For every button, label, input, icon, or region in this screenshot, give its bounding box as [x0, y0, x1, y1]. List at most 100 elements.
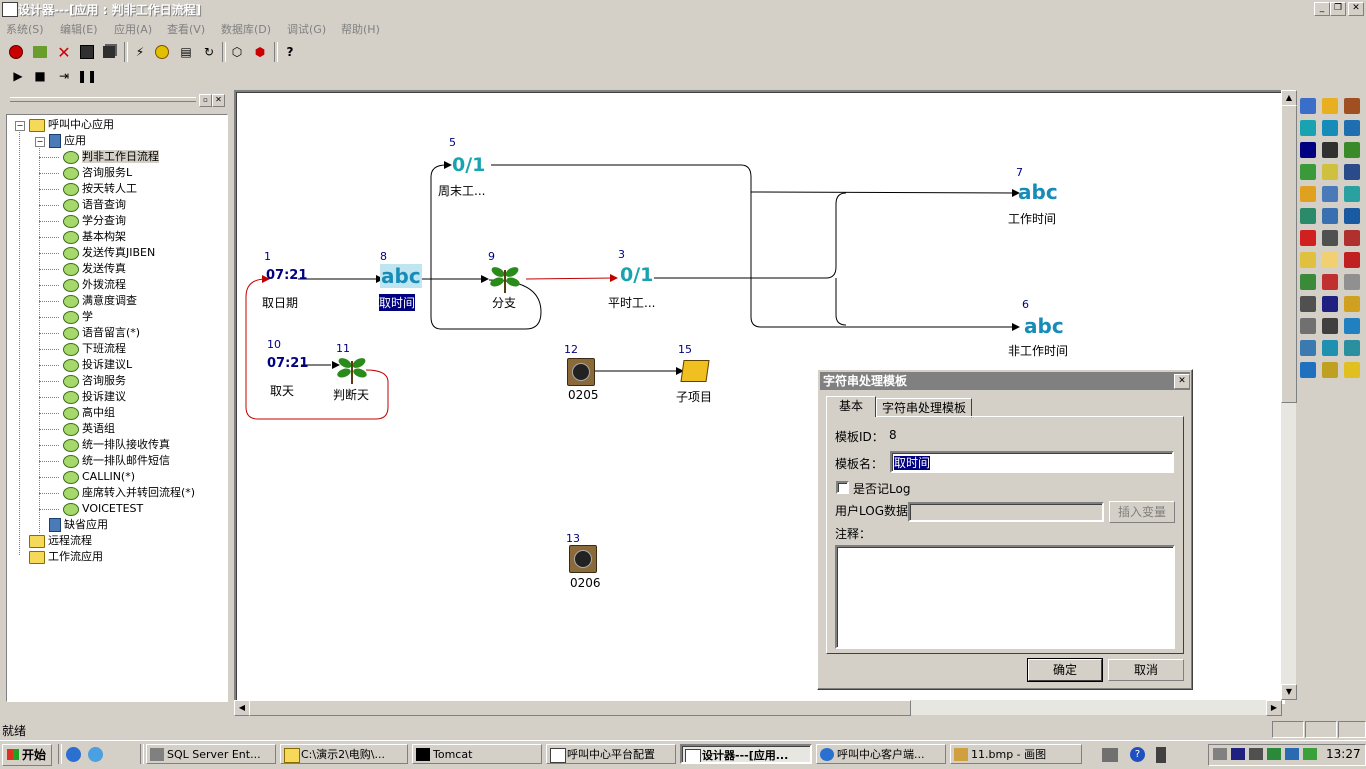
palette-folder-icon[interactable] [1322, 98, 1338, 114]
tree-leaf[interactable]: 外拨流程 [39, 277, 126, 293]
palette-queue-icon[interactable] [1344, 186, 1360, 202]
start-button[interactable]: 开始 [2, 744, 52, 766]
time-icon[interactable]: 07:21 [266, 268, 308, 283]
compile-icon[interactable]: ⚡ [135, 45, 145, 59]
speaker-icon[interactable] [567, 358, 595, 386]
horizontal-scrollbar[interactable]: ◀ ▶ [234, 700, 1282, 716]
palette-save-icon[interactable] [1322, 142, 1338, 158]
tree-leaf[interactable]: VOICETEST [39, 501, 143, 517]
palette-globe-icon[interactable] [1300, 362, 1316, 378]
tree-leaf[interactable]: 投诉建议L [39, 357, 132, 373]
tree-leaf[interactable]: 下班流程 [39, 341, 126, 357]
palette-db-icon[interactable] [1344, 142, 1360, 158]
scroll-down-button[interactable]: ▼ [1281, 684, 1297, 700]
export-icon[interactable]: ⬢ [254, 45, 266, 59]
palette-record-icon[interactable] [1300, 186, 1316, 202]
refresh-icon[interactable]: ↻ [203, 45, 215, 59]
tree-leaf[interactable]: 学 [39, 309, 93, 325]
tree-leaf[interactable]: 满意度调查 [39, 293, 137, 309]
palette-mail-icon[interactable] [1300, 252, 1316, 268]
tray-icon[interactable] [1285, 748, 1299, 760]
minimize-button[interactable]: _ [1314, 2, 1330, 16]
stop-icon[interactable]: ■ [34, 69, 46, 83]
task-tomcat[interactable]: Tomcat [412, 744, 542, 764]
save-all-icon[interactable] [99, 42, 119, 62]
panel-close-button[interactable]: ✕ [212, 94, 225, 107]
menu-database[interactable]: 数据库(D) [221, 23, 272, 36]
palette-key-icon[interactable] [1300, 274, 1316, 290]
palette-green-icon[interactable] [1300, 164, 1316, 180]
palette-people-icon[interactable] [1300, 208, 1316, 224]
outlook-icon[interactable] [88, 747, 103, 762]
palette-mixer-icon[interactable] [1344, 296, 1360, 312]
menu-system[interactable]: 系统(S) [6, 23, 44, 36]
package-icon[interactable]: ⬡ [231, 45, 243, 59]
tray-icon[interactable] [1213, 748, 1227, 760]
panel-restore-button[interactable]: ▫ [199, 94, 212, 107]
tree-leaf[interactable]: 学分查询 [39, 213, 126, 229]
tray-icon[interactable] [1303, 748, 1317, 760]
tree-leaf[interactable]: 座席转入并转回流程(*) [39, 485, 195, 501]
palette-condition-icon[interactable] [1300, 120, 1316, 136]
tree-leaf[interactable]: 咨询服务L [39, 165, 132, 181]
palette-time-icon[interactable] [1300, 142, 1316, 158]
tray-printer-icon[interactable] [1102, 748, 1118, 762]
restore-button[interactable]: ❐ [1330, 2, 1346, 16]
ie-icon[interactable] [66, 747, 81, 762]
tab-string-template[interactable]: 字符串处理模板 [876, 398, 972, 418]
run-icon[interactable]: ▶ [13, 69, 23, 83]
palette-note-icon[interactable] [1322, 362, 1338, 378]
tree-leaf[interactable]: 基本构架 [39, 229, 126, 245]
properties-icon[interactable]: ▤ [180, 45, 192, 59]
tray-network-icon[interactable] [1156, 747, 1166, 763]
tree-leaf[interactable]: 投诉建议 [39, 389, 126, 405]
tray-icon[interactable] [1249, 748, 1263, 760]
palette-tape-icon[interactable] [1300, 296, 1316, 312]
palette-sound-icon[interactable] [1344, 274, 1360, 290]
tree-leaf[interactable]: CALLIN(*) [39, 469, 135, 485]
palette-flag-icon[interactable] [1344, 252, 1360, 268]
tree-item-app[interactable]: 应用 [49, 133, 86, 149]
branch-icon[interactable] [488, 264, 522, 294]
scroll-right-button[interactable]: ▶ [1266, 700, 1282, 716]
palette-dial-icon[interactable] [1322, 164, 1338, 180]
menu-help[interactable]: 帮助(H) [341, 23, 380, 36]
tray-icon[interactable] [1231, 748, 1245, 760]
tree-item-default-app[interactable]: 缺省应用 [49, 517, 108, 533]
palette-link-icon[interactable] [1322, 208, 1338, 224]
time-icon[interactable]: 07:21 [267, 356, 309, 371]
tree-leaf[interactable]: 按天转人工 [39, 181, 137, 197]
palette-users-icon[interactable] [1344, 230, 1360, 246]
tree-leaf[interactable]: 高中组 [39, 405, 115, 421]
tree-leaf[interactable]: 发送传真JIBEN [39, 245, 155, 261]
tree-leaf[interactable]: 语音留言(*) [39, 325, 140, 341]
tree-leaf[interactable]: 咨询服务 [39, 373, 126, 389]
dialog-close-button[interactable]: ✕ [1174, 374, 1190, 389]
palette-printer-icon[interactable] [1300, 318, 1316, 334]
insert-variable-button[interactable]: 插入变量 [1109, 501, 1175, 523]
expand-toggle[interactable]: − [35, 137, 45, 147]
palette-gear-icon[interactable] [1344, 98, 1360, 114]
tree-leaf[interactable]: 统一排队接收传真 [39, 437, 170, 453]
tray-icon[interactable] [1267, 748, 1281, 760]
task-client[interactable]: 呼叫中心客户端... [816, 744, 946, 764]
subproject-icon[interactable] [680, 360, 710, 382]
menu-debug[interactable]: 调试(G) [287, 23, 327, 36]
palette-monitor-icon[interactable] [1344, 340, 1360, 356]
palette-chart-icon[interactable] [1300, 98, 1316, 114]
log-checkbox[interactable] [836, 481, 849, 494]
palette-currency-icon[interactable] [1300, 230, 1316, 246]
tab-basic[interactable]: 基本 [826, 396, 876, 417]
menu-edit[interactable]: 编辑(E) [60, 23, 98, 36]
step-icon[interactable]: ⇥ [58, 69, 70, 83]
palette-book-icon[interactable] [1322, 274, 1338, 290]
scroll-thumb[interactable] [249, 700, 911, 716]
condition-icon[interactable]: 0/1 [620, 264, 654, 286]
new-app-icon[interactable] [6, 42, 26, 62]
task-sql-server[interactable]: SQL Server Ent... [146, 744, 276, 764]
palette-line-icon[interactable] [1344, 362, 1360, 378]
task-platform-config[interactable]: 呼叫中心平台配置 [546, 744, 676, 764]
palette-doc-icon[interactable] [1322, 252, 1338, 268]
scroll-left-button[interactable]: ◀ [234, 700, 250, 716]
palette-hangup-icon[interactable] [1344, 164, 1360, 180]
